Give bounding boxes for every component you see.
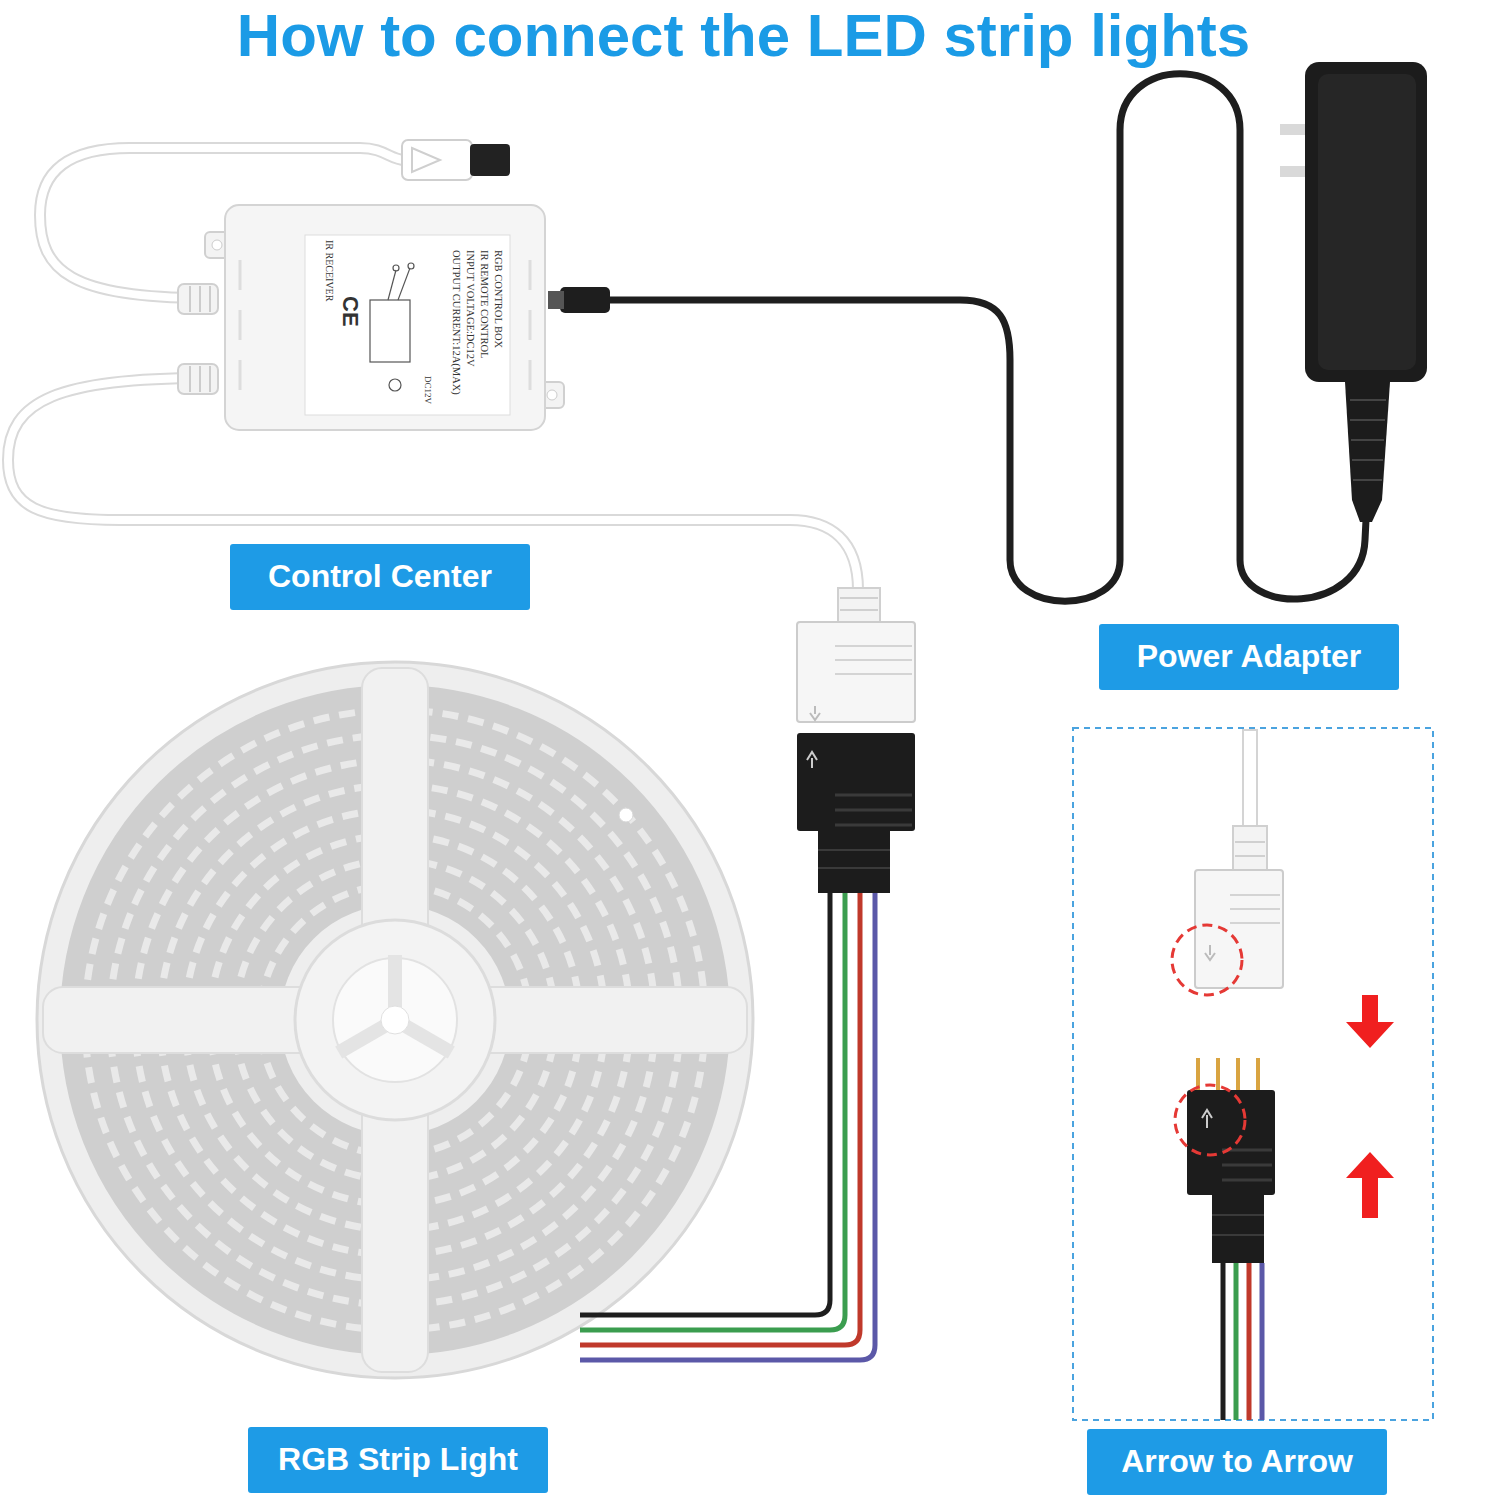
power-cable <box>605 74 1366 602</box>
sticker-label: OUTPUT CURRENT:12A(MAX) <box>450 250 462 395</box>
ir-receiver-plug <box>402 140 510 180</box>
label-box: Control Center <box>230 544 530 610</box>
white-cables <box>8 148 858 590</box>
main-connectors <box>797 588 915 893</box>
label-text: Control Center <box>268 559 492 594</box>
label-box: RGB Strip Light <box>248 1427 548 1493</box>
sticker-label: RGB CONTROL BOX <box>492 250 504 348</box>
power-adapter <box>1280 62 1427 522</box>
sticker-label: IR REMOTE CONTROL <box>478 250 490 359</box>
led-reel <box>37 662 753 1378</box>
sticker-label: INPUT VOLTAGE:DC12V <box>464 250 476 367</box>
strip-wires <box>580 893 875 1360</box>
sticker-label: IR RECEIVER <box>324 240 335 301</box>
label-box: Arrow to Arrow <box>1087 1429 1387 1495</box>
detail-inset <box>1073 728 1433 1420</box>
sticker-label: CE <box>338 296 362 327</box>
sticker-text-area: RGB CONTROL BOXIR REMOTE CONTROLINPUT VO… <box>305 236 510 414</box>
sticker-label: DC12V <box>422 376 432 404</box>
label-box: Power Adapter <box>1099 624 1399 690</box>
label-text: Arrow to Arrow <box>1121 1444 1353 1479</box>
page-title: How to connect the LED strip lights <box>237 6 1250 66</box>
label-text: RGB Strip Light <box>278 1442 518 1477</box>
dc-plug <box>548 287 610 313</box>
control-box-sticker: RGB CONTROL BOXIR REMOTE CONTROLINPUT VO… <box>305 236 510 414</box>
control-box <box>178 205 564 430</box>
label-text: Power Adapter <box>1137 639 1362 674</box>
